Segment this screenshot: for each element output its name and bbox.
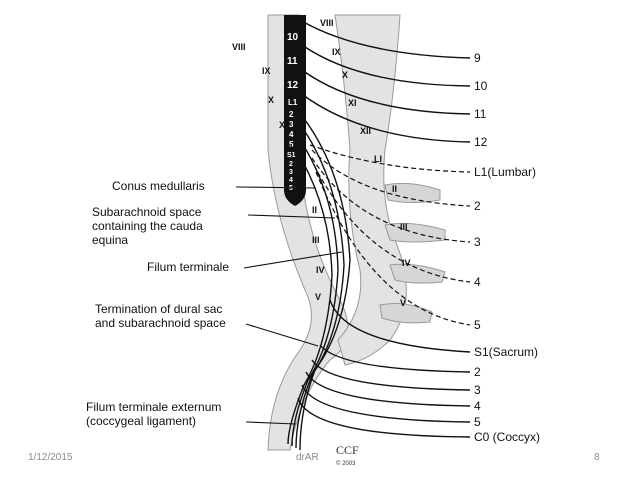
ccf-logo: CCF © 2003	[336, 443, 359, 467]
root-label-l3: 3	[474, 235, 481, 249]
cord-label-s4: 4	[289, 177, 293, 184]
leader-filum-terminale	[243, 251, 343, 269]
label-filum-externum-1: Filum terminale externum	[86, 400, 221, 414]
cord-label-l5: 5	[289, 140, 294, 149]
cord-label-s3: 3	[289, 169, 293, 176]
vertebra-label-ii-right: II	[392, 184, 397, 194]
nerve-root-c0	[297, 397, 471, 438]
cauda-equina	[287, 19, 471, 451]
nerve-root-10	[301, 44, 471, 87]
right-vertebra-labels: VIII IX X XI XII LI II III IV V	[320, 18, 411, 308]
nerve-root-l3	[311, 157, 471, 243]
cord-label-10: 10	[287, 32, 299, 43]
cord-label-s5: 5	[289, 185, 293, 192]
label-filum-externum-2: (coccygeal ligament)	[86, 414, 196, 428]
root-label-s2: 2	[474, 365, 481, 379]
vertebra-label-iii-left: III	[312, 235, 320, 245]
vertebra-label-x-left: X	[268, 95, 274, 105]
root-label-l4: 4	[474, 275, 481, 289]
cord-label-12: 12	[287, 80, 299, 91]
cord-label-s1: S1	[287, 152, 296, 159]
nerve-root-s1	[329, 299, 471, 353]
vertebra-label-xi-right: XI	[348, 98, 357, 108]
slide-page-number: 8	[594, 452, 600, 463]
vertebra-label-viii-right: VIII	[320, 18, 334, 28]
root-label-l2: 2	[474, 199, 481, 213]
vertebra-label-viii-left: VIII	[232, 42, 246, 52]
root-label-10: 10	[474, 79, 488, 93]
leader-filum-externum	[245, 421, 297, 425]
cord-label-l4: 4	[289, 130, 294, 139]
root-label-s4: 4	[474, 399, 481, 413]
nerve-strand-c	[291, 139, 339, 447]
label-dural-sac-2: and subarachnoid space	[95, 316, 226, 330]
nerve-strand-d	[287, 149, 333, 445]
vertebra-label-iv-left: IV	[316, 265, 325, 275]
root-label-s3: 3	[474, 383, 481, 397]
nerve-root-s3	[311, 359, 471, 391]
nerve-root-l4	[313, 164, 471, 283]
vertebra-label-xi-left: XI	[279, 120, 288, 130]
label-conus-medullaris: Conus medullaris	[112, 179, 205, 193]
vertebra-label-li-left: LI	[298, 176, 306, 186]
nerve-root-l2	[311, 149, 471, 207]
root-label-l5: 5	[474, 318, 481, 332]
ccf-copyright: © 2003	[336, 460, 356, 467]
root-label-s5: 5	[474, 415, 481, 429]
left-vertebra-labels: VIII IX X XI XII LI II III IV V	[232, 42, 325, 302]
structure-labels: Conus medullaris Subarachnoid space cont…	[86, 179, 229, 428]
nerve-root-labels: 9 10 11 12 L1(Lumbar) 2 3 4 5 S1(Sacrum)…	[474, 51, 540, 444]
nerve-root-11	[301, 69, 471, 115]
root-label-12: 12	[474, 135, 488, 149]
root-label-9: 9	[474, 51, 481, 65]
nerve-root-s5	[301, 384, 471, 423]
cord-label-l2: 2	[289, 110, 294, 119]
cord-label-s2: 2	[289, 161, 293, 168]
nerve-root-s4	[305, 371, 471, 407]
leader-conus	[235, 186, 317, 189]
vertebra-label-ix-left: IX	[262, 66, 271, 76]
label-dural-sac-1: Termination of dural sac	[95, 302, 222, 316]
root-label-s1: S1(Sacrum)	[474, 345, 538, 359]
vertebra-label-x-right: X	[342, 70, 348, 80]
lumbar-roots	[309, 144, 471, 326]
vertebra-label-iv-right: IV	[402, 258, 411, 268]
nerve-root-l1	[309, 144, 471, 173]
spinal-cord-column	[284, 15, 306, 190]
label-subarachnoid-2: containing the cauda	[92, 219, 203, 233]
label-subarachnoid-3: equina	[92, 233, 128, 247]
vertebra-label-v-right: V	[400, 298, 406, 308]
leader-dural-sac	[245, 323, 319, 347]
slide-date: 1/12/2015	[28, 452, 73, 463]
nerve-root-9	[299, 19, 471, 59]
leader-lines	[235, 186, 343, 425]
cord-label-l3: 3	[289, 120, 294, 129]
nerve-root-s2	[319, 344, 471, 373]
label-filum-terminale: Filum terminale	[147, 260, 229, 274]
vertebra-label-ix-right: IX	[332, 47, 341, 57]
cord-label-11: 11	[287, 56, 298, 67]
ccf-logo-text: CCF	[336, 443, 359, 457]
vertebra-label-v-left: V	[315, 292, 321, 302]
spinal-cord	[284, 15, 306, 206]
cord-segment-labels: 10 11 12 L1 2 3 4 5 S1 2 3 4 5	[287, 32, 299, 192]
vertebra-label-iii-right: III	[400, 222, 408, 232]
label-subarachnoid-1: Subarachnoid space	[92, 205, 202, 219]
nerve-strand-a	[299, 119, 351, 451]
leader-subarachnoid	[247, 214, 336, 219]
vertebra-label-ii-left: II	[312, 205, 317, 215]
cord-label-l1: L1	[288, 98, 298, 107]
root-label-11: 11	[474, 107, 487, 121]
root-label-l1: L1(Lumbar)	[474, 165, 536, 179]
nerve-root-l5	[315, 171, 471, 326]
conus-tip	[284, 190, 306, 206]
root-label-c0: C0 (Coccyx)	[474, 430, 540, 444]
vertebra-label-li-right: LI	[374, 154, 382, 164]
vertebra-label-xii-left: XII	[284, 144, 295, 154]
vertebra-label-xii-right: XII	[360, 126, 371, 136]
slide-author: drAR	[296, 452, 319, 463]
nerve-root-12	[302, 94, 471, 143]
